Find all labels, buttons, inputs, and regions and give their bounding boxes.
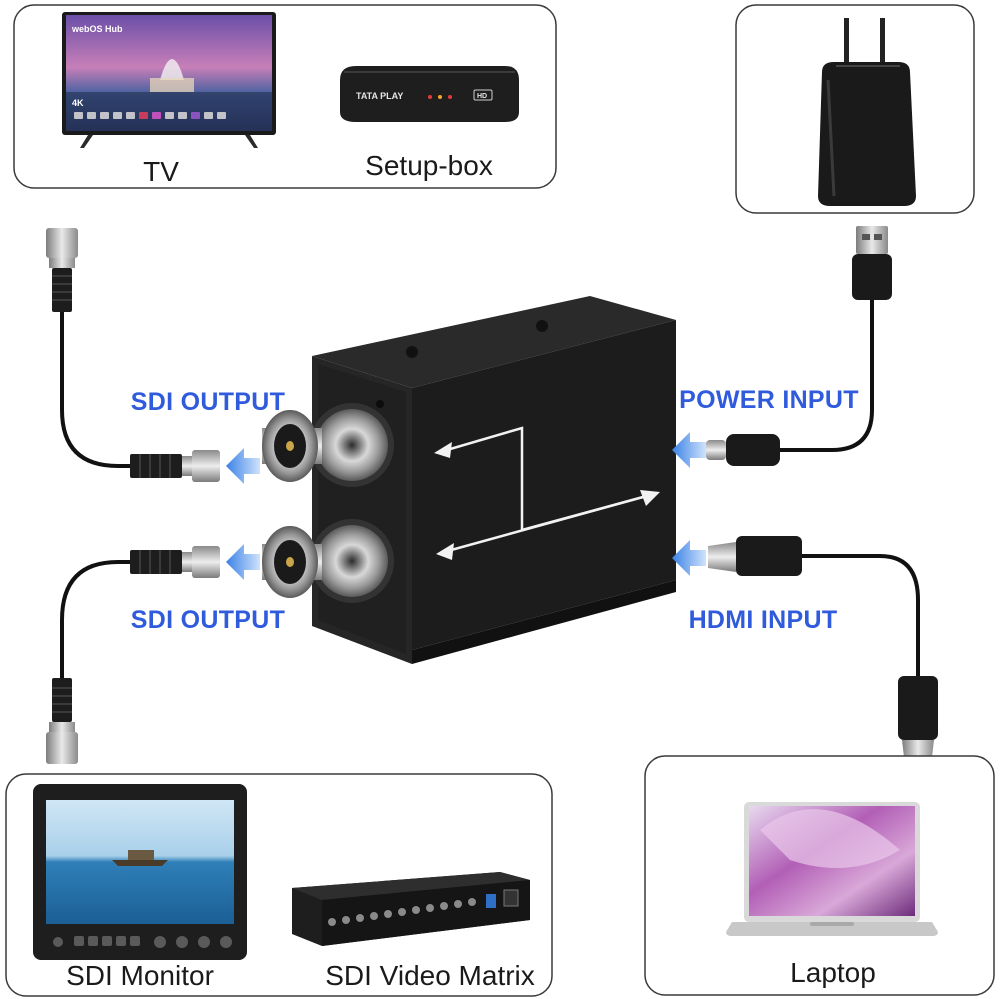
- bnc-connector-icon: [46, 678, 78, 764]
- setup-box-hd-badge: HD: [477, 93, 487, 100]
- bnc-socket-top: [262, 403, 394, 487]
- power-adapter-icon: [818, 18, 916, 206]
- direction-arrow-icon: [434, 442, 660, 560]
- setup-box-label: Setup-box: [365, 150, 493, 181]
- hdmi-plug-icon: [708, 536, 802, 576]
- video-matrix-icon: [292, 872, 530, 946]
- power-adapter-panel: [735, 4, 975, 214]
- tv-4k-text: 4K: [72, 98, 84, 108]
- tv-label: TV: [143, 156, 179, 187]
- bnc-socket-bottom: [262, 519, 394, 603]
- sdi-monitor-icon: [33, 784, 247, 960]
- sdi-monitor-label: SDI Monitor: [66, 960, 214, 991]
- usb-plug-icon: [706, 434, 780, 466]
- output-devices-panel: SDI Monitor SDI Video Matrix: [5, 773, 553, 997]
- laptop-panel: Laptop: [644, 755, 995, 996]
- cables: [60, 298, 920, 682]
- tv-icon: webOS Hub 4K: [62, 12, 276, 148]
- signal-flow-diagram: [439, 426, 655, 554]
- direction-arrow-icon: [226, 432, 706, 580]
- sdi-video-matrix-label: SDI Video Matrix: [325, 960, 535, 991]
- usb-plug-icon: [852, 226, 892, 300]
- sdi-output-bottom-label: SDI OUTPUT: [131, 606, 285, 634]
- power-input-label: POWER INPUT: [679, 386, 859, 414]
- tv-os-text: webOS Hub: [71, 24, 123, 34]
- sdi-converter-device: [262, 296, 676, 664]
- setup-box-brand: TATA PLAY: [356, 91, 403, 101]
- laptop-icon: [726, 802, 938, 936]
- bnc-connector-icon: [130, 546, 220, 578]
- bnc-connector-icon: [130, 450, 220, 482]
- hdmi-input-label: HDMI INPUT: [689, 606, 838, 634]
- set-top-box-icon: TATA PLAY HD: [340, 66, 519, 122]
- bnc-connector-icon: [46, 228, 78, 312]
- laptop-label: Laptop: [790, 957, 876, 988]
- sdi-output-top-label: SDI OUTPUT: [131, 388, 285, 416]
- source-devices-panel: webOS Hub 4K TV TATA PLAY HD Setup-box: [13, 4, 557, 189]
